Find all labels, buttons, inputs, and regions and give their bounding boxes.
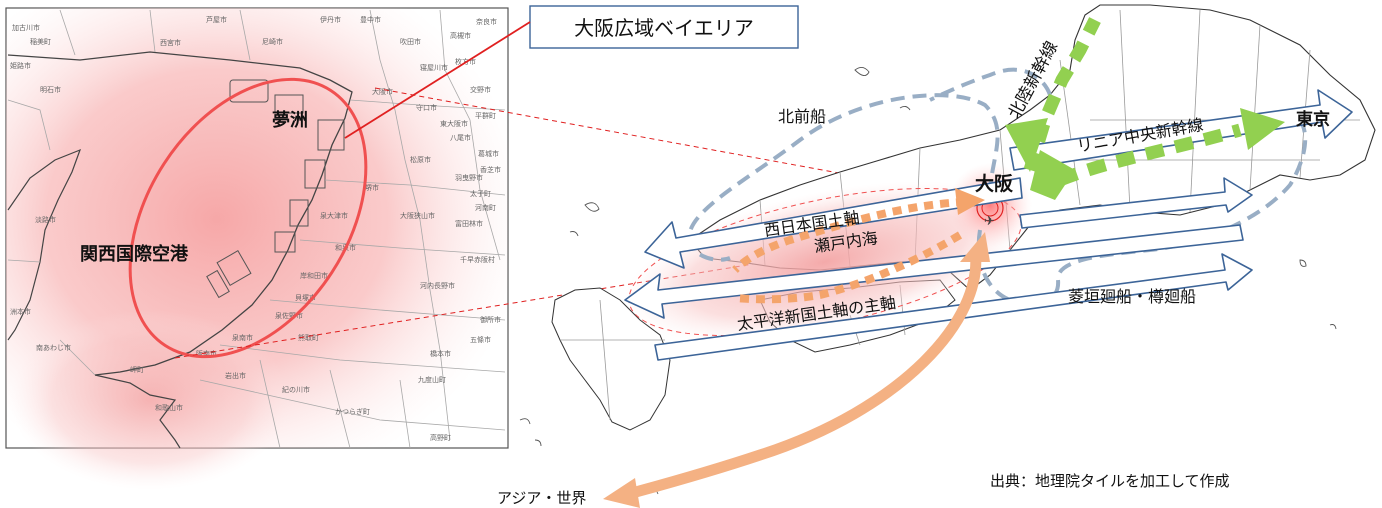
town-label: 羽曳野市 [455,173,483,182]
town-label: 豊中市 [360,15,381,24]
seto-route-arrowhead [955,188,985,215]
admin-boundaries [7,9,506,449]
higaki-kaisen-label: 菱垣廻船・樽廻船 [1068,287,1196,306]
asia-world-label: アジア・世界 [497,489,586,507]
town-label: 香芝市 [480,165,501,174]
town-label: 紀の川市 [282,385,310,394]
asia-world-route [623,249,982,501]
taiheiyo-east-axis-arrow [1019,177,1253,229]
town-label: 平群町 [475,111,496,120]
town-label: 御所市 [480,315,501,324]
hokuriku-arrowhead [1005,118,1048,172]
setouchi-glow [623,181,1027,343]
town-label: 葛城市 [478,149,499,158]
tokyo-label: 東京 [1296,109,1330,130]
town-label: 稲美町 [30,37,51,46]
town-label: 岬町 [130,365,144,374]
town-label: 東大阪市 [440,119,468,128]
asia-world-arrowhead-osaka [960,232,990,262]
town-label: 泉佐野市 [275,311,303,320]
town-label: 大阪市 [372,87,393,96]
seto-route-lower [734,231,963,304]
town-label: 尼崎市 [262,37,283,46]
town-label: 八尾市 [450,133,471,142]
bay-area-title: 大阪広域ベイエリア [574,16,754,40]
town-label: 阪南市 [196,349,217,358]
kitamaebune-upper-route [929,67,1052,102]
town-label: 和歌山市 [155,403,183,412]
town-label: 熊取町 [298,333,319,342]
tokaido-axis-arrow [1009,89,1353,171]
town-label: 明石市 [40,85,61,94]
taiheiyo-axis-arrow [624,224,1244,319]
town-label: 富田林市 [455,219,483,228]
town-label: 寝屋川市 [420,63,448,72]
town-label: 太子町 [470,189,491,198]
title-leader-line [344,21,531,139]
town-label: 松原市 [410,155,431,164]
wakayama-coastline [94,374,181,449]
linear-arrowhead-tokyo [1240,108,1285,150]
inset-town-labels: 稲美町 加古川市 明石市 姫路市 伊丹市 豊中市 吹田市 高槻市 枚方市 寝屋川… [10,15,501,442]
airplane-icon: ✈ [984,214,995,229]
osaka-label: 大阪 [975,172,1014,195]
port-islands [206,79,345,299]
town-label: 洲本市 [10,307,31,316]
town-label: 河南町 [475,203,496,212]
town-label: 橋本市 [430,349,451,358]
town-label: 大阪狭山市 [400,211,435,220]
town-label: 五條市 [470,335,491,344]
town-label: 伊丹市 [320,15,341,24]
town-label: 淡路市 [35,215,56,224]
town-label: かつらぎ町 [335,407,370,416]
town-label: 高槻市 [450,31,471,40]
town-label: 西宮市 [160,38,181,47]
kix-label: 関西国際空港 [80,243,189,265]
asia-world-arrowhead [603,478,640,508]
town-label: 守口市 [416,103,437,112]
town-label: 泉南市 [232,333,253,342]
town-label: 千早赤阪村 [460,255,495,264]
inset-map: 稲美町 加古川市 明石市 姫路市 伊丹市 豊中市 吹田市 高槻市 枚方市 寝屋川… [5,7,509,490]
town-label: 岸和田市 [300,271,328,280]
town-label: 交野市 [470,85,491,94]
linear-arrowhead-osaka [1030,150,1075,200]
town-label: 吹田市 [400,37,421,46]
town-label: 河内長野市 [420,281,455,290]
southern-axis-arrow [654,253,1253,361]
town-label: 芦屋市 [206,15,227,24]
japan-map: ✈ ✈ 東京 [497,4,1376,508]
town-label: 高野町 [430,433,451,442]
town-label: 泉大津市 [320,211,348,220]
town-label: 貝塚市 [295,293,316,302]
source-credit: 出典：地理院タイルを加工して作成 [990,472,1230,490]
town-label: 岩出市 [225,371,246,380]
yumeshima-label: 夢洲 [272,110,308,131]
awaji-coastline [7,148,82,341]
kitamaebune-label: 北前船 [778,107,826,126]
town-label: 堺市 [365,183,379,192]
bay-area-title-box: 大阪広域ベイエリア [529,5,799,49]
linear-shinkansen-route [1057,123,1242,187]
town-label: 奈良市 [476,17,497,26]
town-label: 九度山町 [418,375,446,384]
town-label: 南あわじ市 [36,343,71,352]
town-label: 加古川市 [12,23,40,32]
bay-area-ellipse [128,77,368,359]
town-label: 姫路市 [10,61,31,70]
